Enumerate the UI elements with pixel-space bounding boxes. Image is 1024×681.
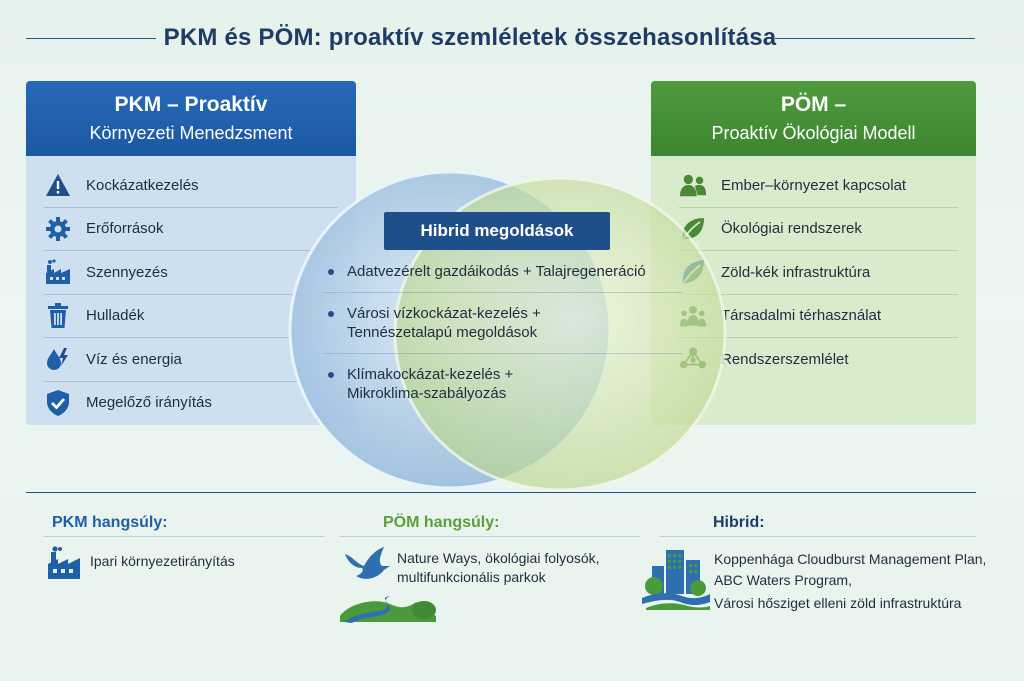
pkm-list: Kockázatkezelés Erőforrások Szennyezés H…: [44, 164, 338, 424]
pkm-emphasis-heading: PKM hangsúly:: [52, 514, 168, 531]
trash-icon: [44, 302, 72, 330]
hybrid-text-line2: ABC Waters Program,: [714, 572, 852, 588]
hybrid-item-line: Mikroklima-szabályozás: [347, 385, 507, 402]
pom-item-human-env: Ember–környezet kapcsolat: [679, 164, 958, 208]
pkm-emphasis-text: Ipari környezetirányítás: [90, 553, 235, 569]
page-title: PKM és PÖM: proaktív szemléletek összeha…: [163, 24, 777, 51]
pom-panel-header: PÖM – Proaktív Ökológiai Modell: [651, 81, 976, 156]
pkm-heading-line2: Környezeti Menedzsment: [89, 123, 293, 143]
pkm-item-water-energy: Víz és energia: [44, 338, 338, 382]
pkm-panel-header: PKM – Proaktív Környezeti Menedzsment: [26, 81, 356, 156]
pkm-item-label: Hulladék: [86, 307, 145, 325]
pkm-heading-line1: PKM – Proaktív: [114, 93, 268, 116]
hybrid-heading: Hibrid:: [713, 514, 765, 531]
pom-emphasis-rule: [340, 536, 640, 537]
factory-icon: [44, 258, 72, 286]
hybrid-item-line: Adatvezérelt gazdáikodás + Talajregenerá…: [347, 263, 646, 280]
river-landscape-icon: [338, 586, 438, 629]
water-energy-icon: [44, 345, 72, 373]
pkm-item-label: Megelőző irányítás: [86, 394, 212, 412]
hybrid-item: Adatvezérelt gazdáikodás + Talajregenerá…: [323, 262, 683, 293]
hybrid-item: Klímakockázat-kezelés + Mikroklima-szabá…: [323, 365, 683, 414]
hybrid-text-line3: Városi hősziget elleni zöld infrastruktú…: [714, 595, 962, 611]
venn-diagram: [288, 172, 727, 492]
pom-emphasis-heading: PÖM hangsúly:: [383, 514, 500, 531]
pkm-item-resources: Erőforrások: [44, 208, 338, 251]
people-icon: [679, 171, 707, 199]
pom-heading-line1: PÖM –: [780, 93, 847, 116]
pom-heading-line2: Proaktív Ökológiai Modell: [711, 123, 916, 143]
shield-check-icon: [44, 389, 72, 417]
pkm-item-preventive: Megelőző irányítás: [44, 382, 338, 425]
pom-emphasis-text-line2: multifunkcionális parkok: [397, 569, 546, 585]
title-rule-left: [26, 38, 156, 39]
pom-item-label: Társadalmi térhasználat: [721, 307, 882, 325]
pkm-item-waste: Hulladék: [44, 295, 338, 338]
pom-item-label: Ember–környezet kapcsolat: [721, 176, 907, 194]
pom-item-label: Ökológiai rendszerek: [721, 220, 862, 238]
hybrid-rule: [660, 536, 976, 537]
bird-icon: [342, 544, 392, 589]
bottom-divider: [26, 492, 976, 493]
pkm-item-label: Kockázatkezelés: [86, 176, 199, 194]
pkm-panel: PKM – Proaktív Környezeti Menedzsment Ko…: [26, 81, 356, 425]
hybrid-title: Hibrid megoldások: [384, 212, 610, 250]
title-rule-right: [775, 38, 975, 39]
pom-item-label: Rendszerszemlélet: [721, 350, 849, 368]
pom-circle: [393, 176, 727, 492]
pom-emphasis-text-line1: Nature Ways, ökológiai folyosók,: [397, 550, 600, 566]
hybrid-list: Adatvezérelt gazdáikodás + Talajregenerá…: [323, 262, 683, 425]
hybrid-item-line: Városi vízkockázat-kezelés +: [347, 305, 541, 322]
warning-icon: [44, 171, 72, 199]
pom-list: Ember–környezet kapcsolat Ökológiai rend…: [679, 164, 958, 381]
pkm-item-risk: Kockázatkezelés: [44, 164, 338, 208]
pkm-item-pollution: Szennyezés: [44, 251, 338, 295]
pkm-emphasis-rule: [44, 536, 324, 537]
pkm-item-label: Víz és energia: [86, 350, 182, 368]
hybrid-item: Városi vízkockázat-kezelés + Tennészetal…: [323, 304, 683, 354]
pkm-item-label: Erőforrások: [86, 220, 164, 238]
hybrid-item-line: Klímakockázat-kezelés +: [347, 366, 514, 383]
city-park-icon: [642, 546, 710, 617]
hybrid-text-line1: Koppenhága Cloudburst Management Plan,: [714, 551, 987, 567]
pom-item-label: Zöld-kék infrastruktúra: [721, 263, 871, 281]
pkm-item-label: Szennyezés: [86, 263, 168, 281]
factory-icon: [46, 546, 82, 585]
hybrid-item-line: Tennészetalapú megoldások: [347, 324, 538, 341]
gear-icon: [44, 215, 72, 243]
